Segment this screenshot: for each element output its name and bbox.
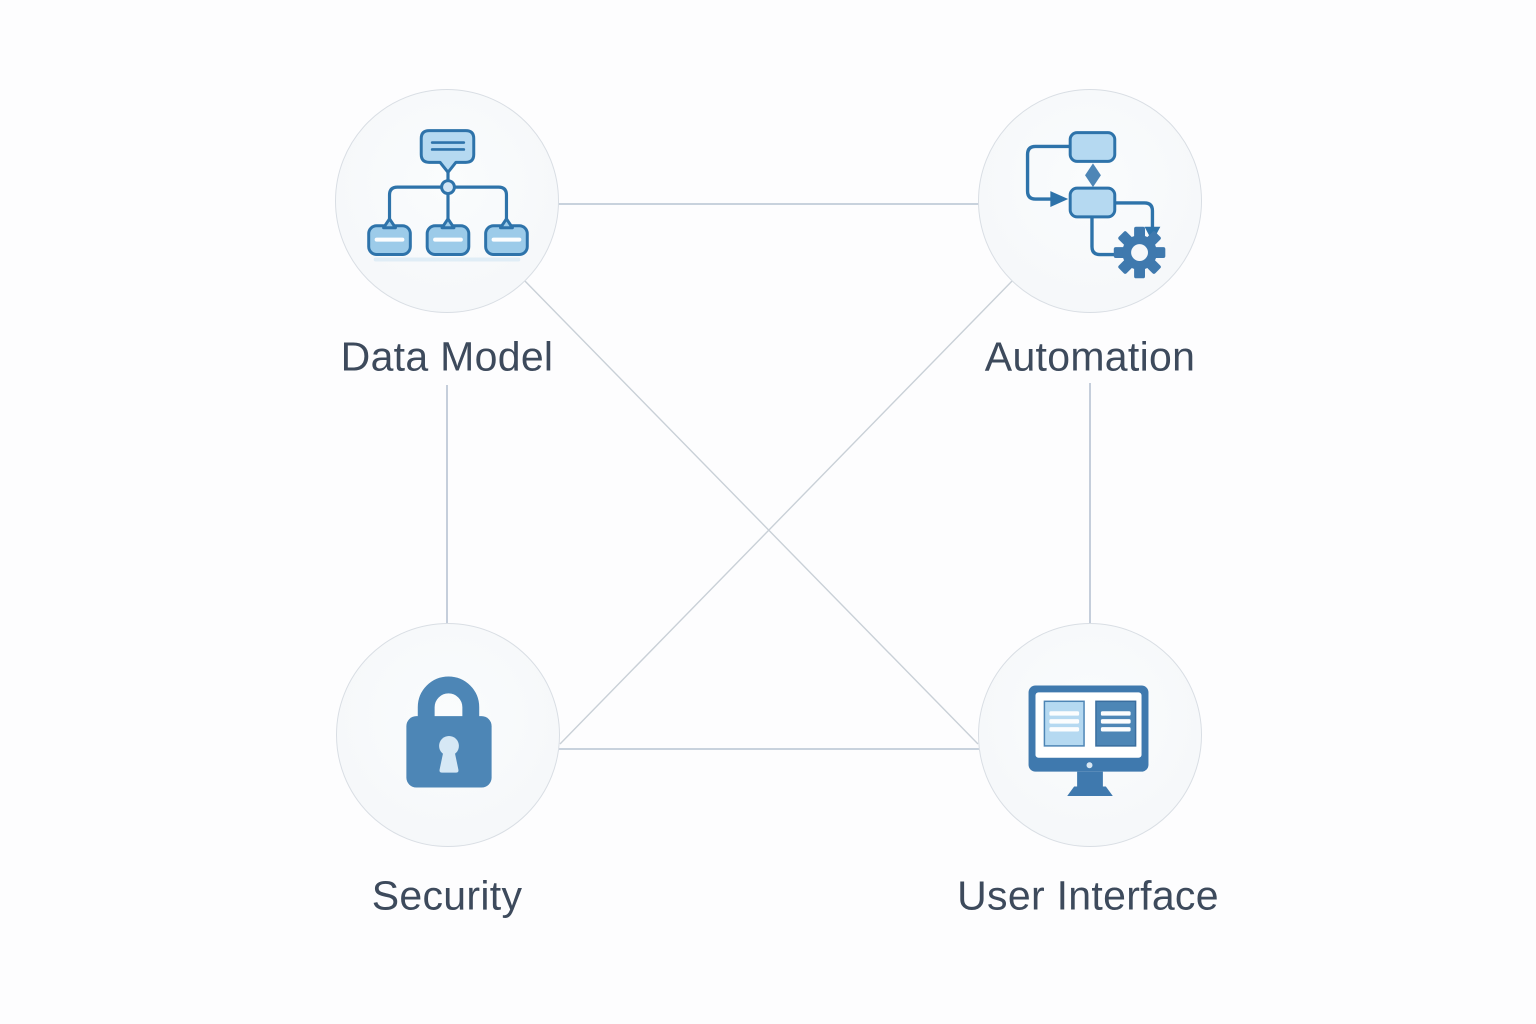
edge-data-model-user-interface [521,277,979,745]
node-automation [978,89,1202,313]
hierarchy-icon [367,129,529,262]
edge-automation-security [559,277,1016,745]
node-label-user-interface: User Interface [957,872,1219,919]
node-label-security: Security [371,872,523,919]
gear-icon [1113,226,1166,279]
monitor-icon [1028,685,1149,796]
flowchart-gear-icon [1025,131,1166,279]
node-data-model [335,89,559,313]
node-user-interface [978,623,1202,847]
padlock-icon [406,676,492,788]
node-label-data-model: Data Model [340,333,554,380]
node-security [336,623,560,847]
node-label-automation: Automation [984,333,1196,380]
